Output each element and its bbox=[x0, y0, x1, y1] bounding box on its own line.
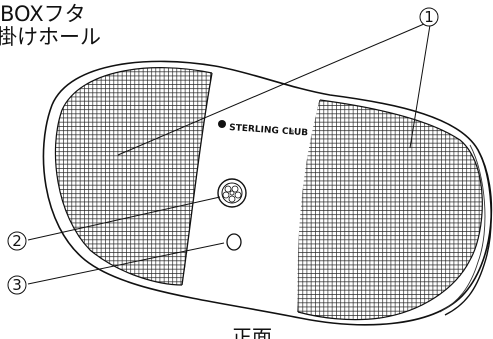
callout-1-number: 1 bbox=[424, 8, 434, 26]
callout-3-circle bbox=[7, 275, 27, 295]
callout-2-number: 2 bbox=[12, 232, 22, 250]
speaker-back-rim-inner bbox=[439, 144, 486, 313]
callout-3-number: 3 bbox=[12, 276, 22, 294]
left-grille-edge bbox=[54, 67, 213, 286]
brand-logo-icon bbox=[218, 120, 226, 128]
speaker-back-rim bbox=[444, 149, 492, 316]
right-speaker-grille bbox=[297, 100, 483, 320]
front-view-label: 正面 bbox=[232, 325, 272, 339]
center-panel-left-edge bbox=[181, 72, 213, 286]
motion-sensor-icon bbox=[217, 178, 247, 208]
callout-1-circle bbox=[419, 7, 439, 27]
brand-mark: ® bbox=[289, 129, 295, 136]
callout-2-leader bbox=[27, 196, 221, 241]
top-label-line1: BOXフタ bbox=[0, 2, 86, 26]
callout-3-leader bbox=[27, 242, 225, 285]
callout-1-leader-b bbox=[409, 24, 431, 149]
top-label-line2: 掛けホール bbox=[0, 25, 101, 49]
light-sensor-icon bbox=[226, 233, 242, 251]
callout-1-leader-a bbox=[117, 23, 425, 156]
right-grille-edge bbox=[297, 99, 483, 321]
callout-2-circle bbox=[7, 231, 27, 251]
